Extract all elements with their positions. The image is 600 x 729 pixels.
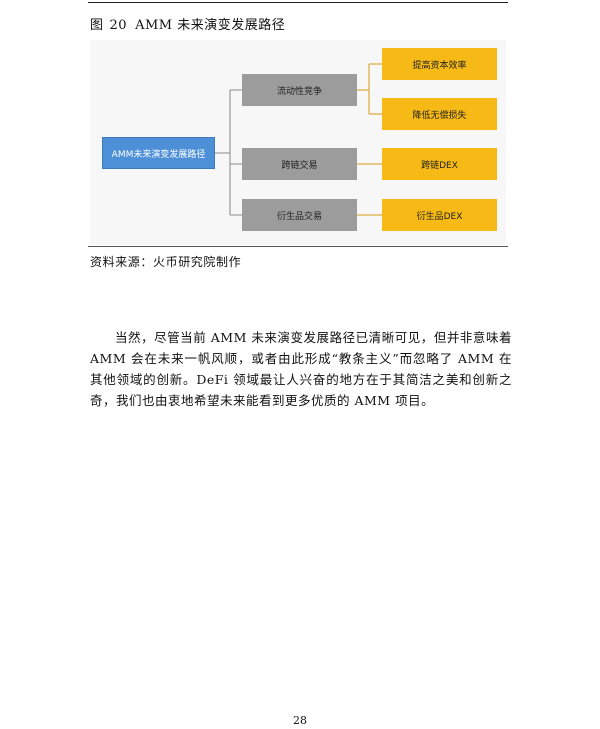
figure-source: 资料来源：火币研究院制作 [90,255,242,269]
diagram-leaf-derivatives-dex: 衍生品DEX [382,199,497,231]
bottom-rule [88,246,508,247]
figure-label: 图 [90,18,104,33]
diagram-branch-liquidity: 流动性竞争 [242,74,357,106]
diagram-branch-derivatives: 衍生品交易 [242,199,357,231]
diagram-leaf-impermanent-loss: 降低无偿损失 [382,98,497,130]
figure-title: AMM 未来演变发展路径 [135,18,286,33]
diagram-root-node: AMM未来演变发展路径 [102,137,215,169]
figure-number: 20 [109,18,128,33]
diagram-branch-crosschain: 跨链交易 [242,148,357,180]
diagram-leaf-capital-efficiency: 提高资本效率 [382,48,497,80]
page-number: 28 [293,714,307,727]
body-paragraph: 当然，尽管当前 AMM 未来演变发展路径已清晰可见，但并非意味着 AMM 会在未… [90,329,512,408]
figure-caption: 图 20 AMM 未来演变发展路径 [90,14,285,33]
top-rule [88,2,508,3]
diagram-leaf-crosschain-dex: 跨链DEX [382,148,497,180]
